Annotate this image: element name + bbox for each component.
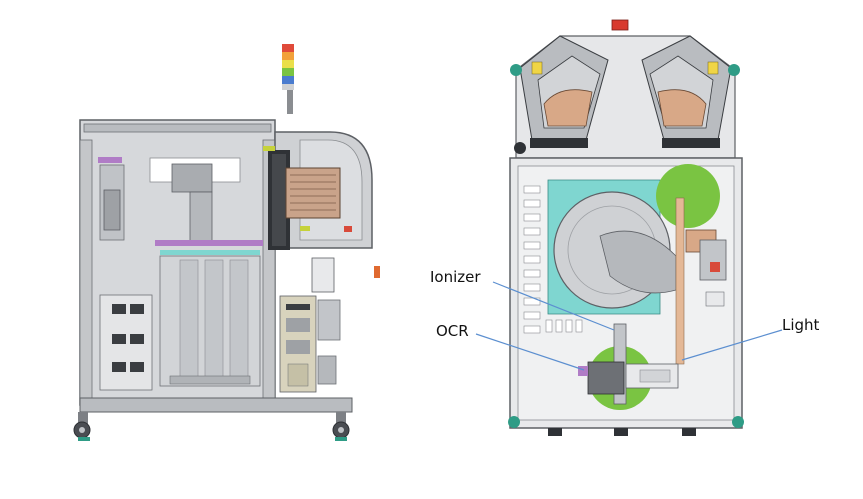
right-load-port xyxy=(641,35,732,148)
side-cassette xyxy=(285,167,341,219)
purple-rail-bottom xyxy=(155,240,263,246)
emergency-stop xyxy=(611,19,629,31)
callout-ionizer: Ionizer xyxy=(430,268,615,331)
left-load-port xyxy=(519,35,609,148)
top-view-machine xyxy=(508,19,744,436)
robot-arm xyxy=(685,229,727,307)
slot-column xyxy=(523,185,541,334)
purple-rail-top xyxy=(98,157,122,163)
side-view-machine xyxy=(73,44,380,441)
signal-tower xyxy=(282,44,294,114)
light-bar xyxy=(675,197,685,365)
green-disc-top xyxy=(656,164,720,228)
side-base xyxy=(79,397,353,413)
label-ocr: OCR xyxy=(436,322,469,340)
callout-light: Light xyxy=(681,316,820,361)
label-ionizer: Ionizer xyxy=(430,268,481,286)
callout-ocr: OCR xyxy=(436,322,585,371)
side-wheels xyxy=(73,412,350,441)
label-light: Light xyxy=(782,316,820,334)
side-teal-shelf xyxy=(160,250,260,255)
ocr-module xyxy=(587,361,625,395)
